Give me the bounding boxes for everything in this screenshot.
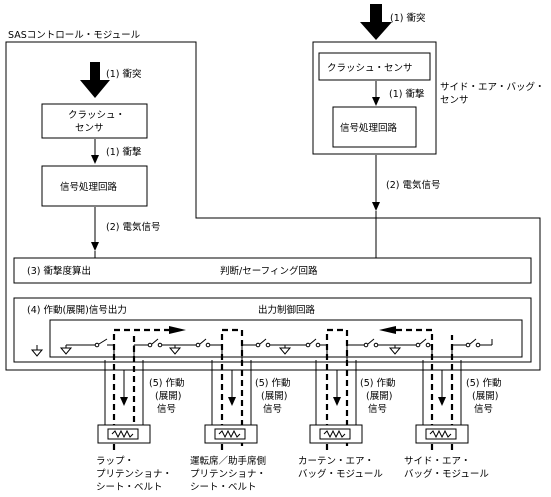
output-label-lap-pretensioner: ラップ・ プリテンショナ・ シート・ベルト bbox=[96, 456, 172, 493]
svg-text:(5) 作動: (5) 作動 bbox=[466, 377, 501, 389]
impact-label-side: (1) 衝撃 bbox=[389, 88, 425, 100]
crash-sensor-main-box bbox=[41, 103, 148, 139]
output-label-curtain-airbag: カーテン・エア・ バッグ・モジュール bbox=[298, 456, 383, 480]
judge-circuit-label: 判断/セーフィング回路 bbox=[220, 265, 318, 277]
svg-text:プリテンショナ・: プリテンショナ・ bbox=[96, 469, 172, 480]
deploy-arrow-3 bbox=[333, 370, 341, 406]
signal-proc-main-label: 信号処理回路 bbox=[60, 181, 118, 193]
device-1-squib-icon bbox=[97, 424, 151, 444]
output-control-inner-box bbox=[49, 319, 523, 358]
deploy-label-3: (5) 作動 (展開) 信号 bbox=[360, 377, 395, 415]
impact-label-main: (1) 衝撃 bbox=[106, 146, 142, 158]
device-3-squib-icon bbox=[309, 424, 363, 444]
svg-text:シート・ベルト: シート・ベルト bbox=[190, 482, 257, 493]
switch-group-5 bbox=[285, 338, 328, 360]
side-sensor-module-label-2: センサ bbox=[440, 95, 469, 106]
collision-label-side: (1) 衝突 bbox=[390, 12, 426, 24]
deploy-label-2: (5) 作動 (展開) 信号 bbox=[255, 377, 290, 415]
collision-arrow-side bbox=[360, 4, 392, 40]
deploy-signal-out-label: (4) 作動(展開)信号出力 bbox=[27, 304, 127, 316]
impact-arrow-main-head bbox=[91, 155, 99, 164]
collision-label-main: (1) 衝突 bbox=[106, 68, 142, 80]
svg-text:カーテン・エア・: カーテン・エア・ bbox=[298, 456, 374, 467]
svg-text:運転席／助手席側: 運転席／助手席側 bbox=[190, 455, 266, 467]
elec-label-side: (2) 電気信号 bbox=[386, 179, 440, 191]
output-channel-3 bbox=[315, 328, 357, 450]
output-label-side-airbag: サイド・エア・ バッグ・モジュール bbox=[404, 456, 489, 480]
impact-arrow-side-head bbox=[372, 97, 380, 106]
deploy-label-1: (5) 作動 (展開) 信号 bbox=[149, 377, 184, 415]
svg-text:(5) 作動: (5) 作動 bbox=[149, 377, 184, 389]
svg-text:(展開): (展開) bbox=[261, 391, 287, 402]
sas-module-outline bbox=[5, 41, 541, 371]
deploy-arrow-4 bbox=[438, 370, 446, 406]
crash-sensor-side-label: クラッシュ・センサ bbox=[327, 63, 413, 74]
svg-text:(展開): (展開) bbox=[366, 391, 392, 402]
signal-proc-side-label: 信号処理回路 bbox=[340, 122, 398, 134]
device-4-squib-icon bbox=[415, 424, 469, 444]
side-sensor-module-label: サイド・エア・バッグ・ bbox=[440, 81, 545, 93]
svg-text:サイド・エア・: サイド・エア・ bbox=[404, 456, 471, 467]
elec-label-main: (2) 電気信号 bbox=[106, 221, 160, 233]
svg-text:シート・ベルト: シート・ベルト bbox=[96, 482, 163, 493]
ground-symbol bbox=[30, 345, 44, 357]
signal-proc-side-box bbox=[332, 106, 417, 148]
svg-text:ラップ・: ラップ・ bbox=[96, 456, 134, 467]
svg-text:信号: 信号 bbox=[157, 403, 176, 415]
deploy-label-4: (5) 作動 (展開) 信号 bbox=[466, 377, 501, 415]
elec-arrow-side-head bbox=[372, 202, 380, 211]
crash-sensor-side-box bbox=[318, 52, 431, 81]
svg-text:(展開): (展開) bbox=[472, 391, 498, 402]
impact-calc-label: (3) 衝撃度算出 bbox=[27, 265, 91, 277]
switch-group-3 bbox=[175, 338, 223, 360]
svg-text:信号: 信号 bbox=[474, 403, 493, 415]
svg-text:信号: 信号 bbox=[263, 403, 282, 415]
svg-text:(5) 作動: (5) 作動 bbox=[255, 377, 290, 389]
device-2-squib-icon bbox=[204, 424, 258, 444]
crash-sensor-main-label-2: センサ bbox=[75, 123, 104, 134]
svg-text:信号: 信号 bbox=[368, 403, 387, 415]
signal-proc-main-box bbox=[41, 165, 148, 207]
crash-sensor-main-label-1: クラッシュ・ bbox=[68, 110, 125, 121]
collision-arrow-main bbox=[80, 62, 110, 98]
deploy-arrow-1 bbox=[120, 370, 128, 406]
output-label-front-pretensioner: 運転席／助手席側 プリテンショナ・ シート・ベルト bbox=[190, 455, 266, 493]
svg-text:バッグ・モジュール: バッグ・モジュール bbox=[298, 468, 383, 480]
output-channel-2 bbox=[211, 328, 252, 450]
switch-group-4 bbox=[241, 338, 285, 360]
deploy-arrow-2 bbox=[228, 370, 236, 406]
sas-module-title: SASコントロール・モジュール bbox=[8, 30, 141, 41]
judge-safing-circuit-box bbox=[13, 257, 532, 284]
elec-arrow-main-head bbox=[91, 242, 99, 251]
output-channel-4 bbox=[379, 326, 462, 450]
output-control-label: 出力制御回路 bbox=[258, 304, 316, 316]
svg-text:(展開): (展開) bbox=[155, 391, 181, 402]
svg-text:(5) 作動: (5) 作動 bbox=[360, 377, 395, 389]
svg-text:プリテンショナ・: プリテンショナ・ bbox=[190, 469, 266, 480]
svg-text:バッグ・モジュール: バッグ・モジュール bbox=[404, 468, 489, 480]
output-channel-1 bbox=[104, 326, 186, 450]
